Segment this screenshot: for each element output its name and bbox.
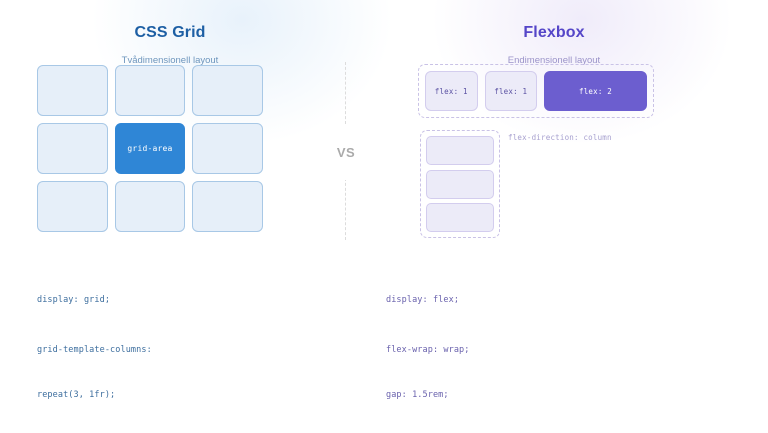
css-grid-code-block: display: grid; grid-template-columns: re… [37,263,152,433]
grid-cell[interactable] [37,65,108,116]
flex-direction-note: flex-direction: column [508,133,612,142]
comparison-diagram: CSS Grid Tvådimensionell layout grid-are… [37,24,654,400]
flex-column-item[interactable] [426,169,494,199]
flexbox-code-block: display: flex; flex-wrap: wrap; gap: 1.5… [386,263,469,433]
flex-item-highlighted[interactable]: flex: 2 [544,71,647,111]
code-line: repeat(3, 1fr); [37,390,116,400]
code-line: display: flex; [386,294,460,305]
code-line: grid-template-columns: [37,345,152,356]
grid-cell[interactable] [114,181,186,232]
grid-cell[interactable] [192,181,263,232]
vs-divider: VS [334,62,358,240]
grid-cell[interactable] [114,65,186,116]
flex-column-item[interactable] [426,203,494,232]
grid-cell[interactable] [37,181,108,232]
flex-item[interactable]: flex: 1 [484,71,537,111]
flex-item[interactable]: flex: 1 [425,71,478,111]
grid-cell[interactable] [37,123,108,174]
code-line: gap: 1.5rem; [386,390,449,400]
vs-label: VS [334,124,358,180]
code-line: flex-wrap: wrap; [386,345,470,356]
flexbox-title: Flexbox [523,24,585,41]
divider-line-top [345,62,346,124]
code-line: display: grid; [37,294,111,305]
grid-cell-highlighted[interactable]: grid-area [114,123,186,174]
divider-line-bottom [345,178,346,240]
flexbox-row-demo: flex: 1 flex: 1 flex: 2 [418,64,654,118]
flex-column-item[interactable] [426,136,494,165]
grid-cell[interactable] [192,123,263,174]
css-grid-title: CSS Grid [134,24,206,41]
flexbox-column-demo [420,130,500,238]
css-grid-demo: grid-area [37,65,263,232]
grid-cell[interactable] [192,65,263,116]
